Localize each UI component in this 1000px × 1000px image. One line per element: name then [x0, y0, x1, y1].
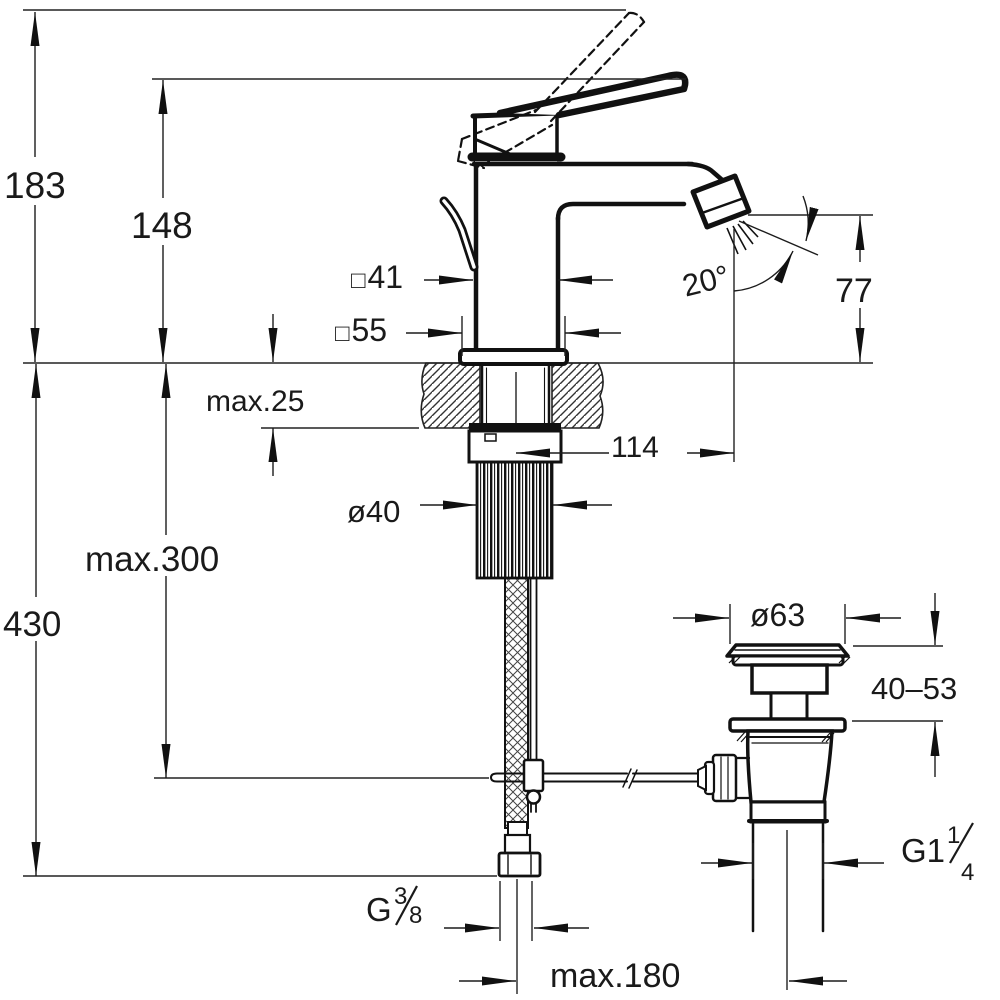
svg-text:8: 8 [409, 902, 422, 929]
mounting-nut [467, 423, 563, 464]
faucet-body [471, 159, 746, 355]
lever-boss [711, 753, 738, 803]
deck-hatch-left [420, 362, 481, 429]
pop-up-waste [697, 643, 851, 933]
handle-lever [467, 71, 689, 162]
label-spout-height: 148 [131, 205, 193, 246]
svg-text:G1: G1 [901, 832, 945, 869]
lever-arm [496, 71, 689, 119]
label-spray-angle: 20° [679, 258, 733, 303]
handle-lever-raised-phantom [456, 11, 646, 170]
aerator [690, 173, 752, 230]
spout-underside [555, 201, 687, 222]
svg-text:3: 3 [394, 883, 407, 910]
spray-lines [726, 220, 759, 255]
dimension-lines [30, 12, 940, 986]
clamp-screw [525, 789, 542, 805]
spout-bend [685, 161, 746, 201]
extension-lines [23, 9, 943, 994]
label-base-square: □55 [335, 312, 387, 348]
rod-ball-joint [697, 764, 707, 792]
label-waste-clamp-range: 40–53 [871, 671, 957, 706]
waste-body-cup [745, 729, 834, 804]
dimension-labels: 183 148 □41 □55 max.25 114 ø40 max.300 4… [3, 165, 974, 995]
pop-up-rod-linkage [490, 577, 699, 813]
rod-clamp [522, 758, 545, 793]
svg-text:1: 1 [947, 822, 960, 849]
supply-hose [497, 577, 542, 878]
label-spout-reach: 114 [611, 431, 659, 464]
countertop-section [23, 362, 873, 429]
pop-up-knob [439, 196, 479, 272]
svg-text:4: 4 [961, 859, 974, 886]
label-spray-height: 77 [835, 272, 873, 310]
knurled-sleeve [475, 460, 554, 580]
label-supply-length: 430 [3, 605, 61, 644]
hose-end-nut [497, 851, 542, 878]
dim-angle-20 [733, 195, 819, 292]
label-shank-dia: ø40 [347, 494, 400, 529]
label-total-height: 183 [4, 165, 66, 206]
label-waste-offset: max.180 [550, 957, 680, 995]
label-body-square: □41 [351, 259, 403, 295]
linkage-rod-left [490, 772, 628, 783]
label-waste-thread: G1 1 4 [901, 822, 974, 886]
deck-hatch-right [551, 362, 604, 429]
label-waste-flange-dia: ø63 [750, 597, 805, 633]
label-hose-clearance: max.300 [85, 540, 219, 579]
base-flange [458, 348, 569, 366]
label-deck-thickness: max.25 [206, 385, 304, 418]
svg-text:G: G [366, 891, 392, 928]
label-supply-thread: G 3 8 [366, 883, 422, 929]
waste-lower-flange [728, 717, 847, 733]
threaded-shank [480, 362, 551, 460]
